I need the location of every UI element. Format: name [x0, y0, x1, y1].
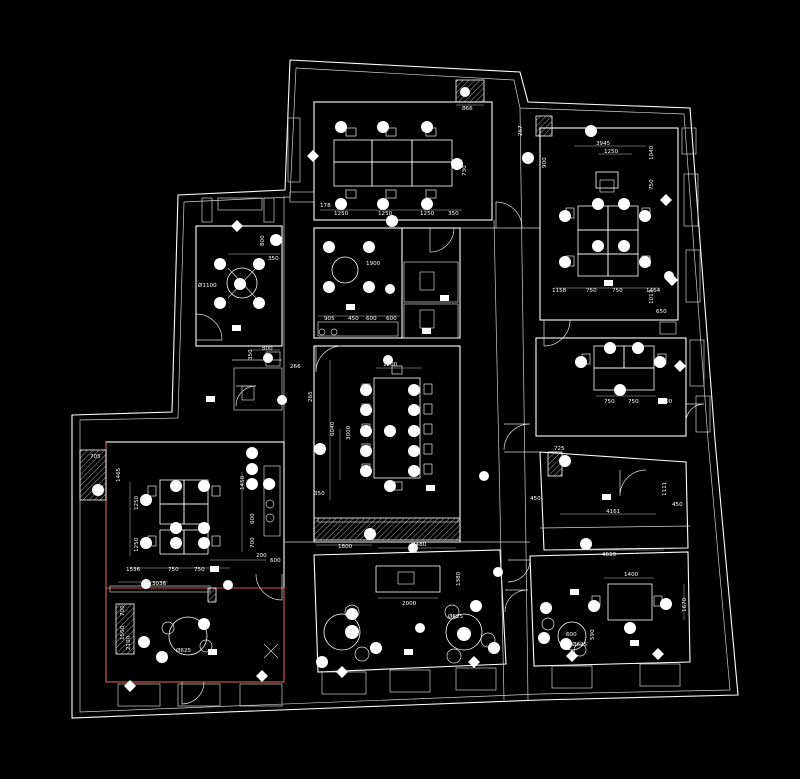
dim-label: 178	[320, 203, 331, 209]
diamond-fixtures	[124, 150, 686, 692]
dim-label: 266	[290, 364, 301, 370]
dim-label: 750	[168, 567, 179, 573]
dim-label: 1017	[649, 289, 655, 304]
dim-label: 450	[348, 316, 359, 322]
dim-label: 1158	[552, 288, 567, 294]
dim-label: 350	[448, 211, 459, 217]
dim-label: 600	[566, 632, 577, 638]
ceiling-lights	[92, 87, 674, 668]
dim-label: 3945	[596, 141, 611, 147]
dim-label: 1800	[338, 544, 353, 550]
dimension-lines	[118, 104, 685, 620]
dim-label: 1250	[134, 537, 140, 552]
dim-label: 725	[554, 446, 565, 452]
dim-label: 866	[462, 106, 473, 112]
dim-label: Ø625	[448, 613, 464, 620]
dim-label: 600	[366, 316, 377, 322]
dim-label: 2100	[126, 635, 132, 650]
dim-label: 1900	[366, 261, 381, 267]
dim-label: 600	[250, 513, 256, 524]
dim-label: 900	[542, 157, 548, 168]
dim-label: 1250	[334, 211, 349, 217]
dim-label: 1536	[126, 567, 141, 573]
dim-label: Ø625	[572, 641, 588, 648]
dim-label: 800	[260, 235, 266, 246]
dim-label: 267	[518, 125, 524, 136]
dim-label: 350	[268, 256, 279, 262]
dim-label: 1040	[649, 145, 655, 160]
dimension-labels: 866 3945 1250 1158 750 750 1464 650 178 …	[90, 106, 688, 654]
dim-label: 750	[194, 567, 205, 573]
windows	[117, 117, 711, 707]
dim-label: 1111	[662, 481, 668, 496]
dim-label: 3036	[152, 581, 167, 587]
dim-label: 265	[308, 391, 314, 402]
dim-label: 2000	[402, 601, 417, 607]
dim-label: 1250	[134, 495, 140, 510]
dim-label: 2480	[412, 542, 427, 548]
dim-label: 4161	[606, 509, 621, 515]
fixtures	[241, 271, 435, 585]
dim-label: 1250	[604, 149, 619, 155]
round-tables	[168, 256, 587, 659]
dim-label: 1380	[456, 571, 462, 586]
dim-label: 1670	[682, 597, 688, 612]
dim-label: 1450	[240, 475, 246, 490]
dim-label: 730	[462, 165, 468, 176]
dim-label: 800	[262, 346, 273, 352]
dim-label: 1200	[658, 399, 673, 405]
dim-label: 600	[270, 558, 281, 564]
dim-label: 1250	[378, 211, 393, 217]
interior-walls	[105, 101, 691, 701]
dim-label: Ø625	[176, 647, 192, 654]
dim-label: 3000	[346, 425, 352, 440]
dim-label: 1500	[120, 625, 126, 640]
dim-label: 600	[386, 316, 397, 322]
dim-label: 1250	[420, 211, 435, 217]
dim-label: 750	[604, 399, 615, 405]
dim-label: 1400	[624, 572, 639, 578]
dim-label: 450	[672, 502, 683, 508]
dim-label: 450	[530, 496, 541, 502]
dim-label: 1464	[646, 288, 661, 294]
dim-label: 4610	[602, 552, 617, 558]
dim-label: 590	[590, 629, 596, 640]
dim-label: 750	[586, 288, 597, 294]
dim-label: 1465	[116, 467, 122, 482]
dim-label: 700	[120, 605, 126, 616]
room-tags	[206, 280, 667, 655]
dim-label: 750	[649, 179, 655, 190]
dim-label: 6040	[330, 421, 336, 436]
dim-label: 700	[250, 537, 256, 548]
doors	[181, 201, 705, 705]
dim-label: 650	[656, 309, 667, 315]
dim-label: 750	[612, 288, 623, 294]
building-outline	[71, 59, 739, 719]
dim-label: 350	[314, 491, 325, 497]
dim-label: 350	[248, 349, 254, 360]
dim-label: 905	[324, 316, 335, 322]
dim-label: 1200	[383, 362, 398, 368]
dim-label: Ø1100	[198, 282, 217, 289]
dim-label: 200	[256, 553, 267, 559]
dim-label: 705	[90, 454, 101, 460]
dim-label: 750	[628, 399, 639, 405]
